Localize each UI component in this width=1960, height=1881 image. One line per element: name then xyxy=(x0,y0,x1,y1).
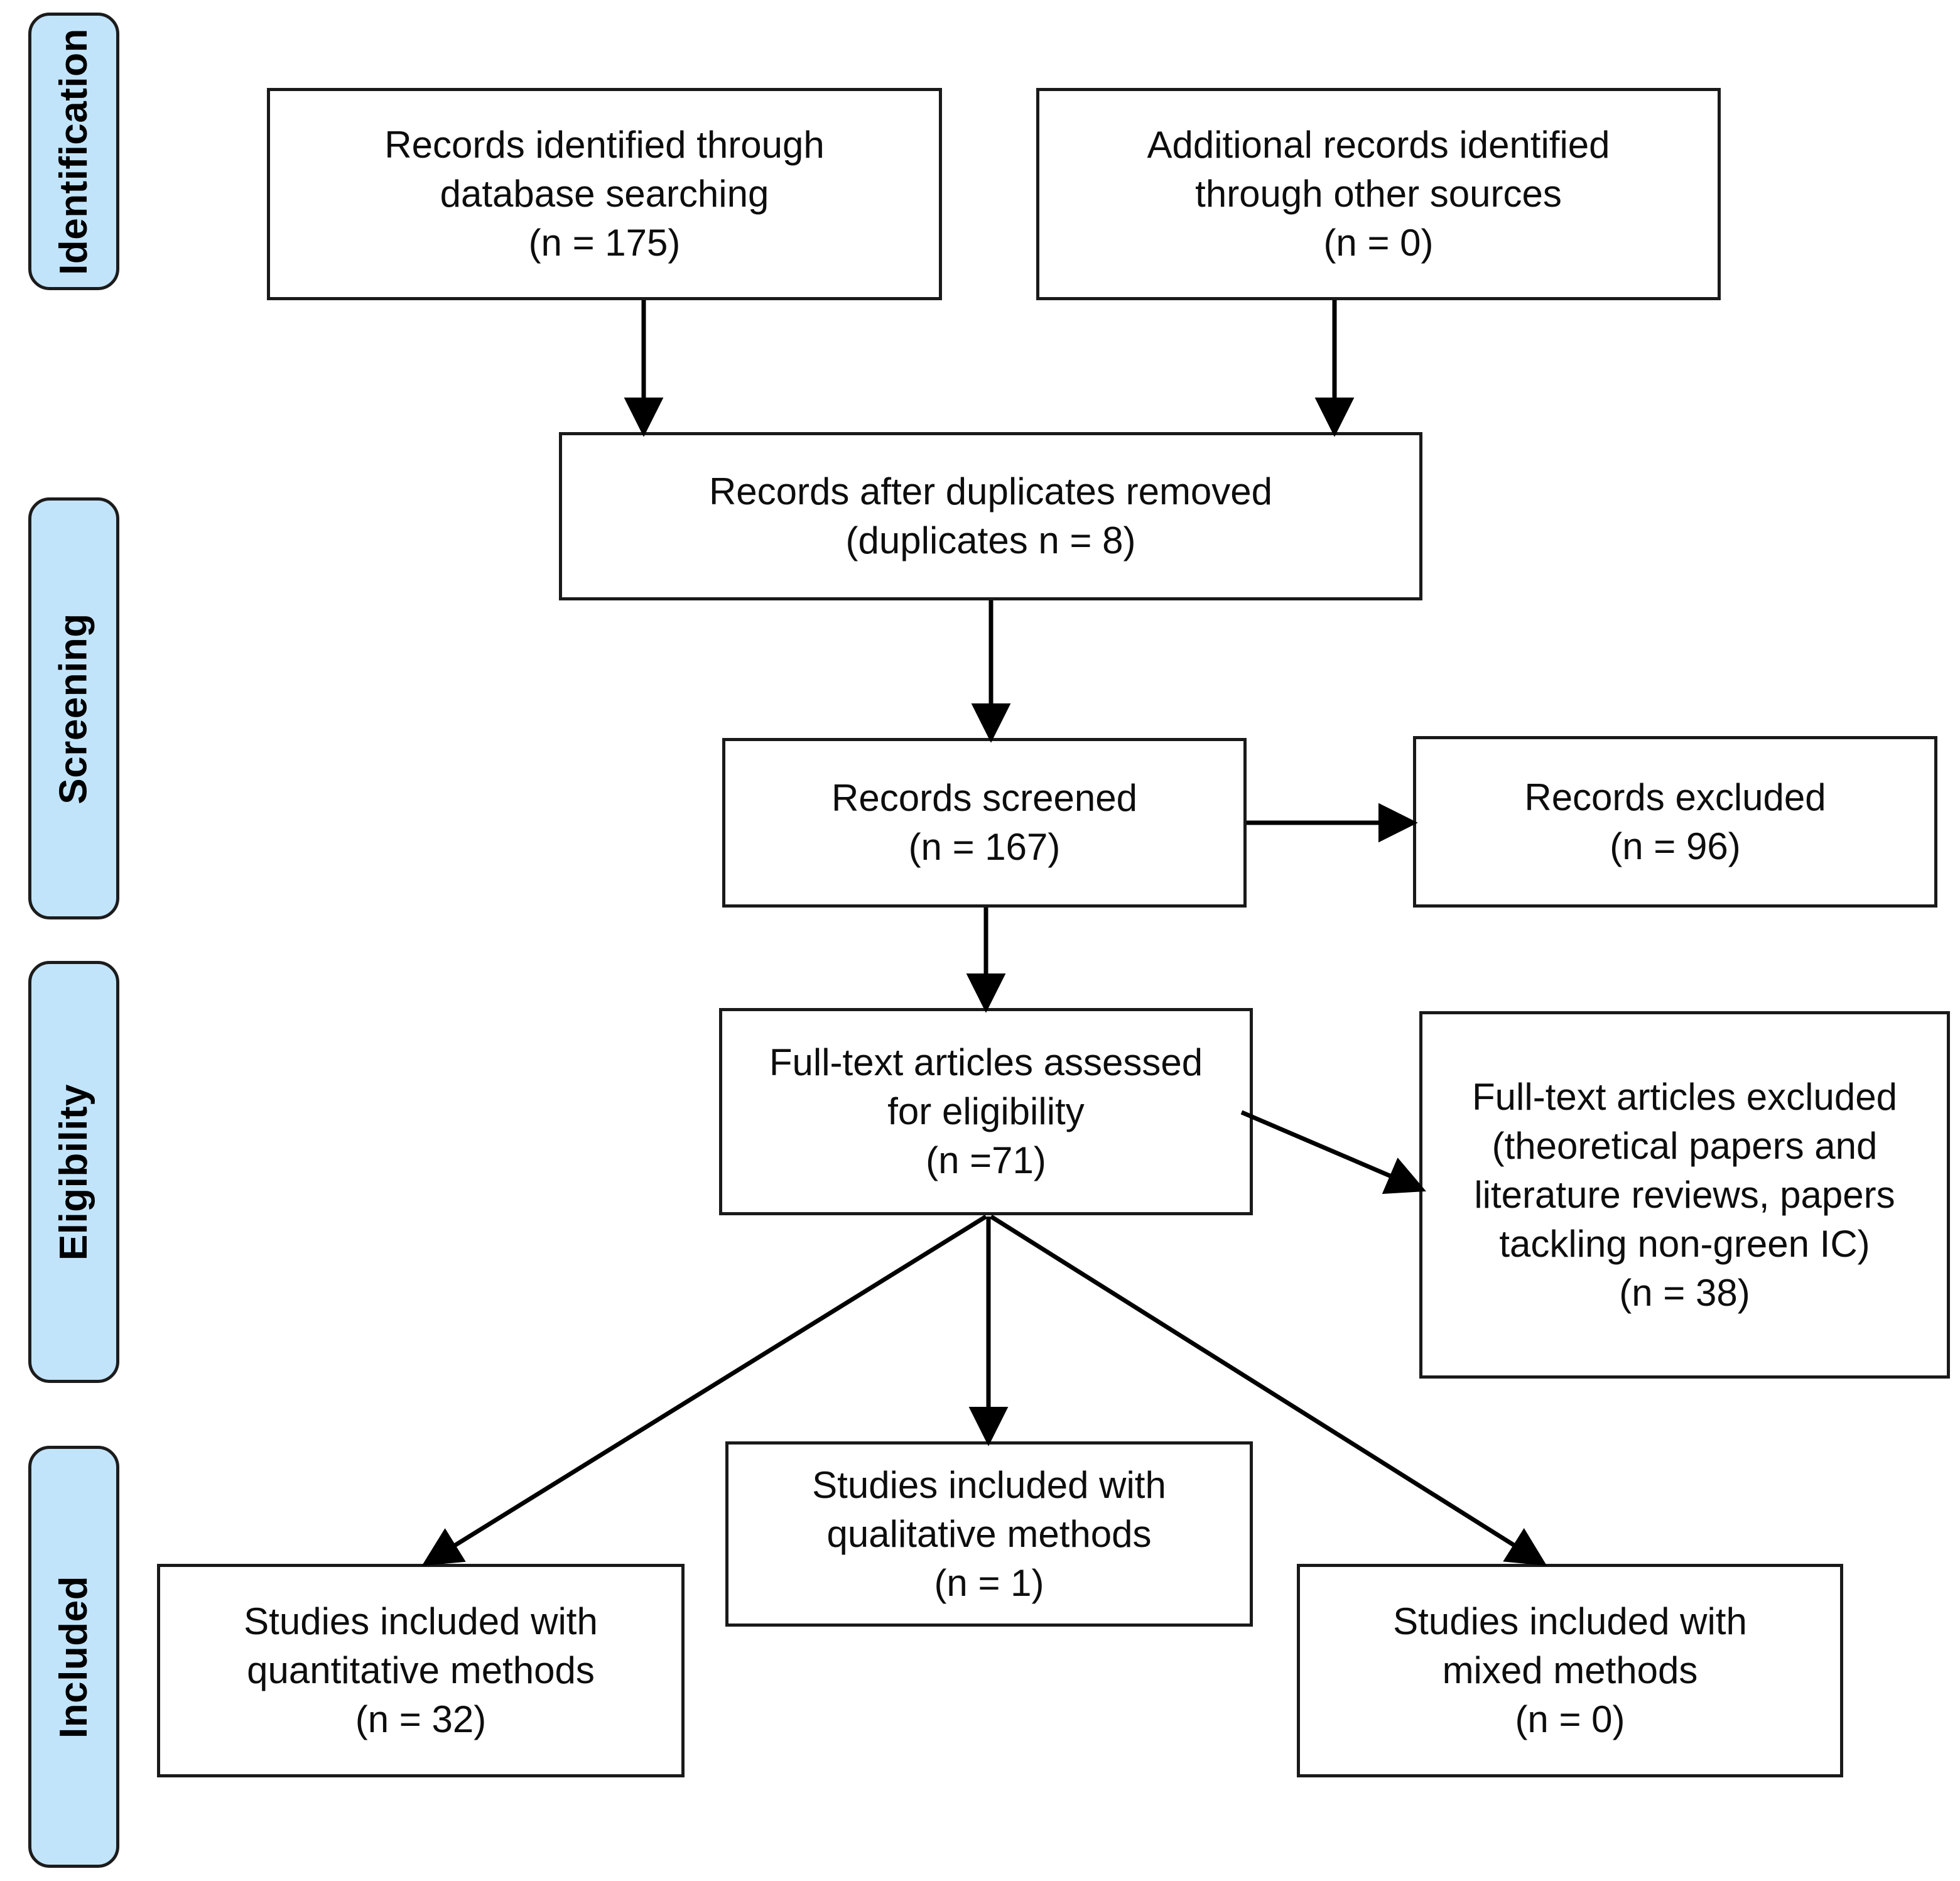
stage-screening-label: Screening xyxy=(52,612,95,805)
node-line: Studies included with xyxy=(244,1600,598,1642)
node-full-text-articles-excluded: Full-text articles excluded (theoretical… xyxy=(1419,1011,1950,1379)
node-line: literature reviews, papers xyxy=(1474,1173,1895,1216)
node-studies-included-qualitative: Studies included with qualitative method… xyxy=(725,1441,1253,1627)
stage-eligibility: Eligibility xyxy=(28,961,119,1383)
node-line: tackling non-green IC) xyxy=(1499,1222,1870,1265)
node-records-screened: Records screened (n = 167) xyxy=(722,738,1247,908)
node-line: Studies included with xyxy=(812,1463,1166,1506)
node-count: (n = 167) xyxy=(908,826,1061,868)
stage-identification: Identification xyxy=(28,13,119,290)
node-count: (duplicates n = 8) xyxy=(845,519,1136,561)
node-line: Studies included with xyxy=(1393,1600,1747,1642)
node-line: mixed methods xyxy=(1442,1649,1698,1691)
node-line: Full-text articles excluded xyxy=(1472,1075,1897,1118)
node-additional-records-other-sources: Additional records identified through ot… xyxy=(1036,88,1721,300)
node-count: (n = 1) xyxy=(934,1561,1044,1604)
node-count: (n = 32) xyxy=(355,1698,487,1740)
node-line: database searching xyxy=(440,173,769,215)
node-count: (n = 38) xyxy=(1619,1271,1750,1314)
node-count: (n =71) xyxy=(926,1139,1046,1181)
node-line: for eligibility xyxy=(887,1090,1085,1132)
stage-included: Included xyxy=(28,1446,119,1868)
stage-screening: Screening xyxy=(28,497,119,919)
node-full-text-articles-assessed: Full-text articles assessed for eligibil… xyxy=(719,1008,1253,1215)
node-count: (n = 0) xyxy=(1515,1698,1625,1740)
node-studies-included-quantitative: Studies included with quantitative metho… xyxy=(157,1564,685,1777)
node-line: through other sources xyxy=(1195,173,1562,215)
node-studies-included-mixed: Studies included with mixed methods (n =… xyxy=(1297,1564,1843,1777)
stage-eligibility-label: Eligibility xyxy=(52,1083,95,1260)
node-line: qualitative methods xyxy=(826,1512,1152,1555)
node-line: Full-text articles assessed xyxy=(769,1041,1203,1083)
node-line: Records excluded xyxy=(1524,776,1826,818)
node-count: (n = 0) xyxy=(1323,222,1434,264)
stage-identification-label: Identification xyxy=(52,28,95,275)
node-records-excluded: Records excluded (n = 96) xyxy=(1413,736,1937,908)
node-records-identified-database: Records identified through database sear… xyxy=(267,88,942,300)
arrow-fulltext-to-fulltext-excluded xyxy=(1240,1110,1427,1195)
node-line: quantitative methods xyxy=(247,1649,595,1691)
node-line: (theoretical papers and xyxy=(1492,1124,1878,1167)
node-line: Records screened xyxy=(831,777,1137,819)
node-count: (n = 175) xyxy=(528,222,681,264)
node-line: Records identified through xyxy=(384,124,825,166)
node-count: (n = 96) xyxy=(1610,825,1741,867)
node-line: Additional records identified xyxy=(1147,124,1610,166)
node-line: Records after duplicates removed xyxy=(708,470,1273,512)
stage-included-label: Included xyxy=(52,1575,95,1738)
node-records-after-duplicates-removed: Records after duplicates removed (duplic… xyxy=(559,432,1422,600)
